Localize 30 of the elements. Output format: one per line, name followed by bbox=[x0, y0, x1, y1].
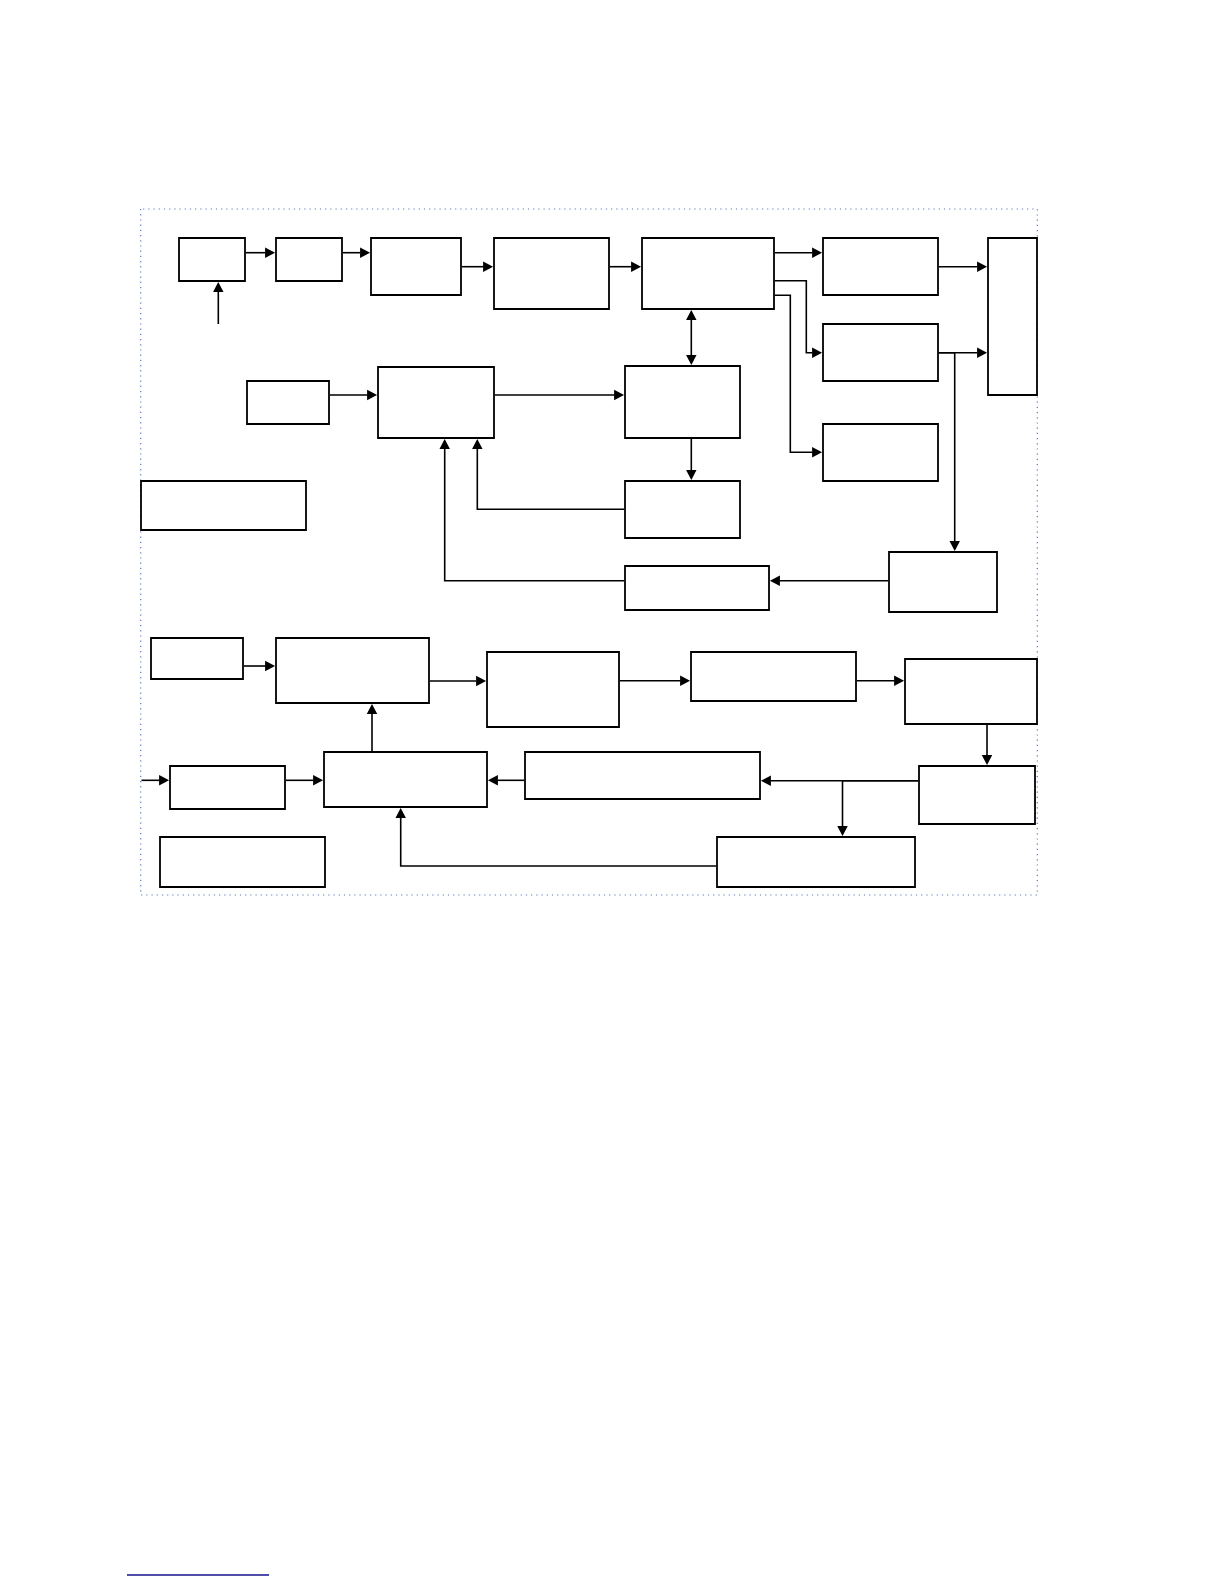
arrow bbox=[395, 808, 717, 867]
process-box bbox=[690, 651, 857, 702]
process-box bbox=[140, 480, 307, 531]
process-box bbox=[323, 751, 488, 808]
arrow bbox=[472, 439, 625, 511]
process-box bbox=[246, 380, 330, 425]
process-box bbox=[904, 658, 1038, 725]
process-box bbox=[524, 751, 761, 800]
process-box bbox=[377, 366, 495, 439]
process-box bbox=[493, 237, 610, 310]
process-box bbox=[987, 237, 1038, 396]
process-box bbox=[918, 765, 1036, 825]
process-box bbox=[486, 651, 620, 728]
process-box bbox=[888, 551, 998, 613]
process-box bbox=[822, 237, 939, 296]
process-box bbox=[150, 637, 244, 680]
process-box bbox=[624, 365, 741, 439]
process-box bbox=[624, 480, 741, 539]
process-box bbox=[275, 637, 430, 704]
process-box bbox=[370, 237, 462, 296]
process-box bbox=[716, 836, 916, 888]
process-box bbox=[275, 237, 343, 282]
process-box bbox=[641, 237, 775, 310]
process-box bbox=[624, 565, 770, 611]
process-box bbox=[159, 836, 326, 888]
arrow bbox=[439, 439, 625, 582]
process-box bbox=[822, 423, 939, 482]
process-box bbox=[178, 237, 246, 282]
process-box bbox=[169, 765, 286, 810]
process-box bbox=[822, 323, 939, 382]
